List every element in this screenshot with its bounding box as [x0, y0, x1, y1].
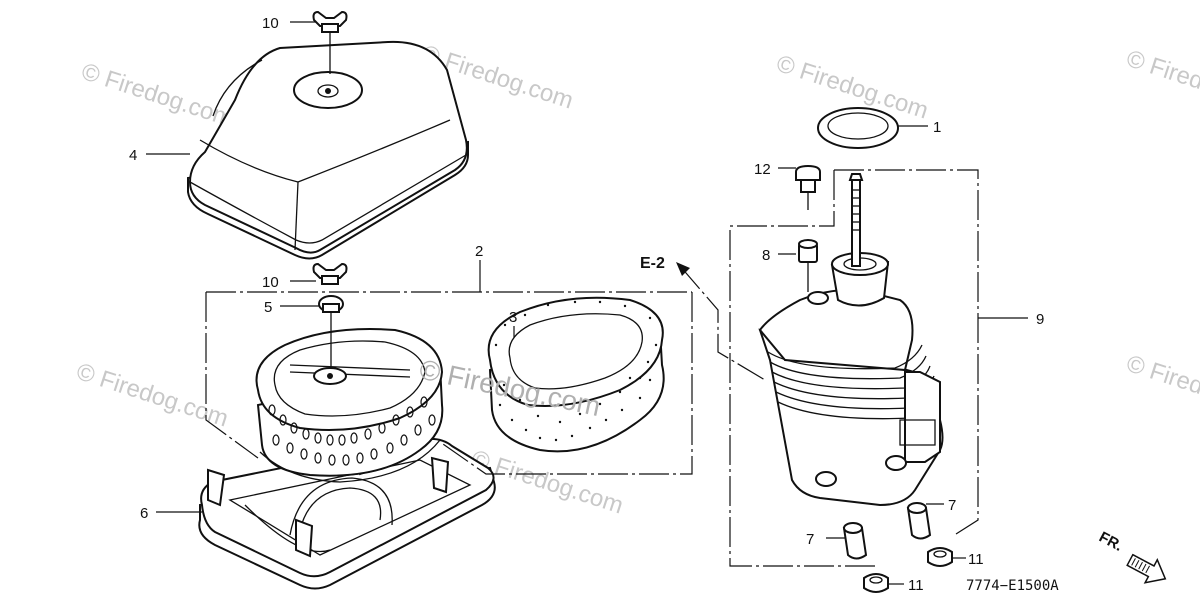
- watermark-4: © Firedog.com: [1123, 45, 1200, 119]
- part-7-pin-a: [826, 522, 868, 560]
- callout-7-right: 7: [948, 497, 956, 514]
- part-11-nut-b: [927, 547, 966, 567]
- diagram-code: 7774−E1500A: [966, 578, 1059, 594]
- part-3-foam-element: [487, 296, 665, 453]
- callout-8: 8: [762, 247, 770, 264]
- front-direction-indicator: FR.: [1096, 529, 1167, 584]
- callout-12: 12: [754, 161, 771, 178]
- callouts: 10 4 2 10 5 3 6 1 12 8 9 7 7 11 11 E-2: [129, 15, 1044, 594]
- watermark-1: © Firedog.com: [78, 58, 236, 132]
- bracket-part-9: [729, 169, 1028, 567]
- callout-4: 4: [129, 147, 137, 164]
- e2-reference: [676, 262, 766, 381]
- part-4-cover: [187, 40, 469, 260]
- callout-3: 3: [509, 309, 517, 326]
- front-direction-label: FR.: [1096, 529, 1125, 555]
- part-10-wing-nut-top: [312, 10, 348, 74]
- callout-7-left: 7: [806, 531, 814, 548]
- part-1-seal: [817, 107, 928, 149]
- callout-2: 2: [475, 243, 483, 260]
- callout-11-right: 11: [968, 551, 984, 568]
- part-10-wing-nut-mid: [312, 262, 348, 285]
- part-7-pin-b: [906, 502, 944, 540]
- bracket-part-2: [205, 260, 693, 475]
- reference-e2: E-2: [640, 255, 665, 272]
- callout-5: 5: [264, 299, 272, 316]
- callout-10-top: 10: [262, 15, 279, 32]
- callout-9: 9: [1036, 311, 1044, 328]
- part-8-collar: [778, 239, 818, 292]
- callout-1: 1: [933, 119, 941, 136]
- callout-10-mid: 10: [262, 274, 279, 291]
- callout-11-left: 11: [908, 577, 924, 594]
- leader-lines: [146, 21, 515, 513]
- part-9-body: [758, 173, 944, 507]
- part-6-base: [198, 437, 496, 590]
- watermark-6: © Firedog.com: [1123, 350, 1200, 424]
- part-5-grommet: [318, 295, 344, 368]
- part-11-nut-a: [863, 573, 904, 593]
- callout-6: 6: [140, 505, 148, 522]
- part-2-filter-element: [255, 328, 444, 483]
- front-direction-arrow-icon: [1126, 553, 1167, 584]
- part-12-bolt: [778, 164, 821, 210]
